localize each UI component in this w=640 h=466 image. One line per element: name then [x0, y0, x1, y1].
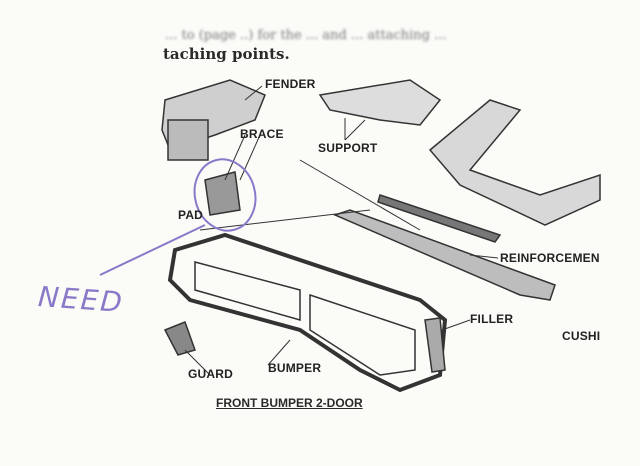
reinforcement-part: [332, 209, 556, 301]
handwritten-circle: [99, 158, 257, 276]
label-brace: BRACE: [240, 127, 284, 141]
bumper-inner: [194, 261, 301, 321]
label-filler: FILLER: [470, 312, 514, 326]
frame-part: [428, 99, 601, 226]
label-reinforcement: REINFORCEMEN: [500, 251, 600, 265]
handwritten-note: NEED: [36, 280, 125, 319]
reinforcement-upper: [377, 194, 502, 243]
filler-part: [424, 317, 446, 373]
bumper-part: [167, 232, 448, 393]
label-pad: PAD: [178, 208, 204, 222]
label-support: SUPPORT: [318, 141, 378, 155]
pad-part: [204, 171, 241, 216]
figure-caption: FRONT BUMPER 2-DOOR: [216, 396, 363, 410]
fender-light: [167, 119, 209, 161]
label-fender: FENDER: [265, 77, 316, 91]
support-part: [318, 79, 442, 126]
label-bumper: BUMPER: [268, 361, 322, 375]
guard-part: [163, 321, 196, 356]
intro-text-line1: ... to (page ..) for the ... and ... att…: [165, 28, 447, 43]
label-cushion: CUSHI: [562, 329, 601, 343]
bumper-inner-right: [309, 293, 416, 376]
intro-text-line2: taching points.: [163, 45, 290, 63]
label-guard: GUARD: [188, 367, 233, 381]
